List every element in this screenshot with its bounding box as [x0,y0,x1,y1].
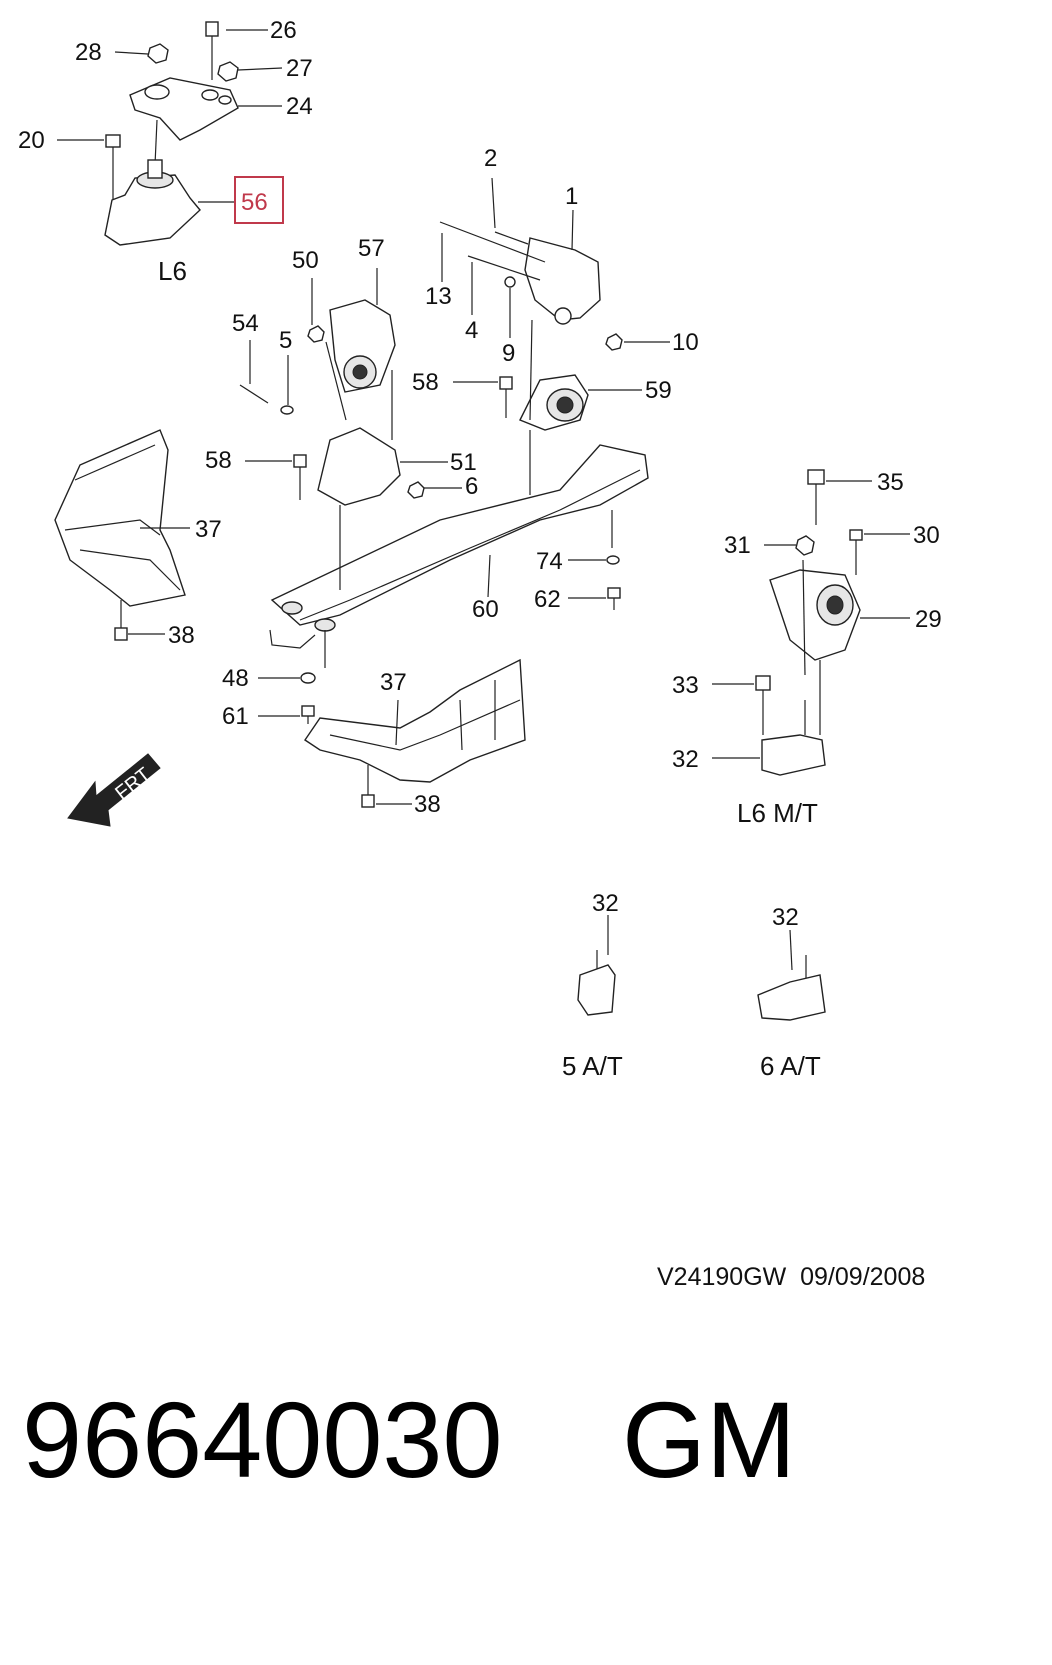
callout-30: 30 [913,522,940,549]
callout-59: 59 [645,377,672,404]
callout-58-lower: 58 [205,447,232,474]
variant-label-l6-mt: L6 M/T [737,798,818,828]
callout-51: 51 [450,449,477,476]
callout-13: 13 [425,283,452,310]
callout-2: 2 [484,145,497,172]
splash-shield-center-group [304,658,526,808]
callout-10: 10 [672,329,699,356]
callout-5: 5 [279,327,292,354]
engine-mount-l6-group [57,21,283,246]
callout-54: 54 [232,310,259,337]
variant-label-5at: 5 A/T [562,1051,623,1081]
bracket-6at-group [757,929,826,1021]
bracket-5at-group [577,915,616,1016]
callout-60: 60 [472,596,499,623]
callout-33: 33 [672,672,699,699]
callout-32-l6mt: 32 [672,746,699,773]
callout-62: 62 [534,586,561,613]
part-number: 96640030 [22,1379,503,1500]
callout-1: 1 [565,183,578,210]
callout-58-upper: 58 [412,369,439,396]
callout-74: 74 [536,548,563,575]
callout-24: 24 [286,93,313,120]
splash-shield-left-group [54,429,190,641]
callout-29: 29 [915,606,942,633]
callout-4: 4 [465,317,478,344]
front-direction-arrow [67,753,161,827]
crossmember-group [258,430,649,724]
callout-61: 61 [222,703,249,730]
callout-27: 27 [286,55,313,82]
callout-9: 9 [502,340,515,367]
callout-38-left: 38 [168,622,195,649]
callout-31: 31 [724,532,751,559]
callout-35: 35 [877,469,904,496]
callout-50: 50 [292,247,319,274]
callout-20: 20 [18,127,45,154]
callout-26: 26 [270,17,297,44]
callout-38-center: 38 [414,791,441,818]
callout-48: 48 [222,665,249,692]
callout-57: 57 [358,235,385,262]
callout-37-center: 37 [380,669,407,696]
transmission-mount-group [239,177,670,506]
callout-37-left: 37 [195,516,222,543]
callout-28: 28 [75,39,102,66]
callout-32-5at: 32 [592,890,619,917]
variant-label-l6: L6 [158,256,187,286]
diagram-reference: V24190GW 09/09/2008 [657,1263,925,1291]
brand-name: GM [622,1379,796,1500]
mount-l6-mt-group [712,469,910,776]
callout-32-6at: 32 [772,904,799,931]
variant-label-6at: 6 A/T [760,1051,821,1081]
callout-56-highlighted: 56 [241,189,268,216]
callout-6: 6 [465,473,478,500]
highlight-box-56 [234,176,284,224]
